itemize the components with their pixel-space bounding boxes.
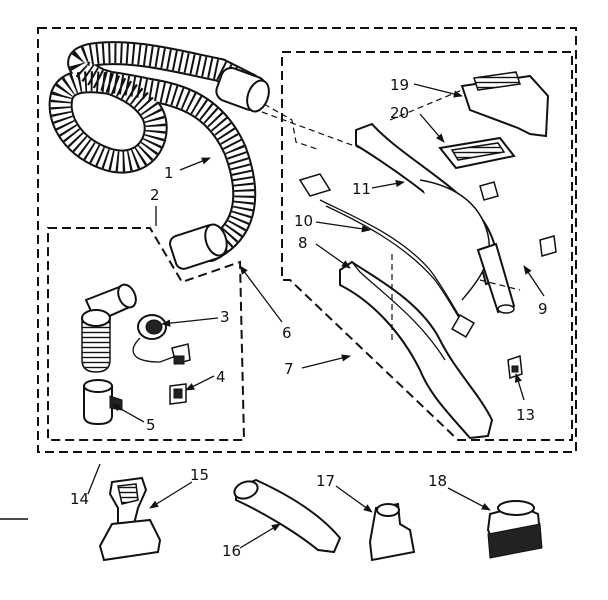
leader-17 [335,485,373,513]
callout-15: 15 [190,466,209,484]
callout-14: 14 [70,490,89,508]
leader-13 [514,373,525,401]
handle-lower [339,260,494,440]
callout-10: 10 [294,212,313,230]
callout-3: 3 [220,308,230,326]
wand-assembly-boundary [281,51,573,441]
hose-kit-boundary [47,227,246,441]
assembly-boundary [37,27,577,453]
leader-11 [371,179,405,189]
leader-10 [315,221,371,233]
callout-1: 1 [164,164,174,182]
leader-18 [447,487,491,511]
upholstery-tool [368,502,416,562]
hose-end-cap [83,379,123,426]
leader-16 [239,523,281,549]
latch-button [169,383,187,405]
callout-17: 17 [316,472,335,490]
switch [438,136,516,201]
leader-1 [179,157,211,171]
leader-9 [523,265,545,297]
wand-tube [476,242,516,314]
callout-9: 9 [538,300,548,318]
callout-6: 6 [282,324,292,342]
callout-7: 7 [284,360,294,378]
callout-5: 5 [146,416,156,434]
clip-13 [507,354,523,380]
callout-13: 13 [516,406,535,424]
leader-19 [413,83,463,98]
leader-3 [161,317,219,327]
leader-4 [185,375,215,391]
leader-14 [87,463,101,495]
clip-9 [539,235,557,257]
cord-ring [132,314,177,363]
callout-4: 4 [216,368,226,386]
callout-16: 16 [222,542,241,560]
callout-20: 20 [390,104,409,122]
leader-7 [301,354,351,369]
dusting-brush [486,500,543,559]
callout-11: 11 [352,180,371,198]
leader-20 [419,113,445,143]
switch-cover [460,71,550,138]
elbow-swivel [81,283,137,373]
crevice-tool [233,478,342,554]
callout-8: 8 [298,234,308,252]
leader-5 [111,403,145,423]
callout-2: 2 [150,186,160,204]
leader-6 [239,265,283,323]
callout-18: 18 [428,472,447,490]
wiring-harness [319,199,475,338]
floor-nozzle [98,476,162,562]
handle-upper [298,122,502,301]
hose [48,41,270,270]
leader-15 [149,481,193,509]
leader-8 [315,243,351,269]
latch-clip [171,343,191,365]
callout-19: 19 [390,76,409,94]
